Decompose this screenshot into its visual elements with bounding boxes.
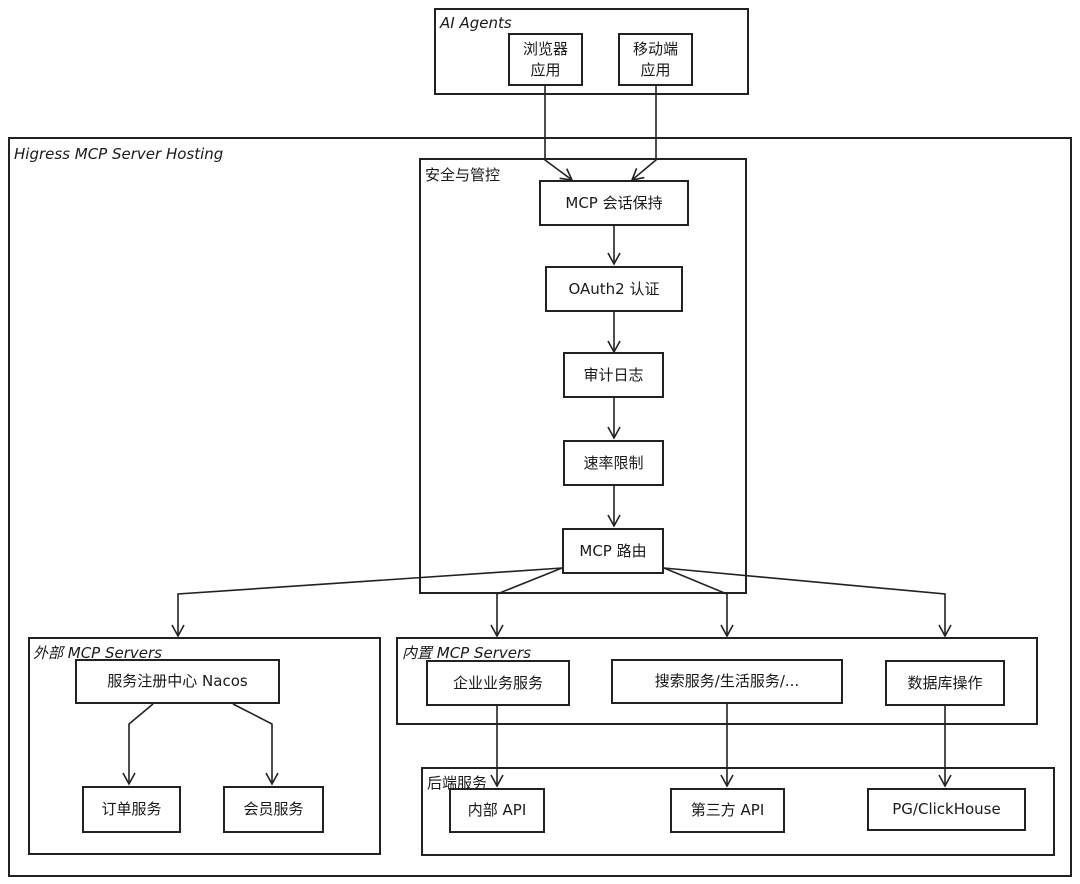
hosting-group (8, 137, 1072, 877)
edge-router-external (171, 567, 563, 638)
internal-api-node: 内部 API (449, 788, 545, 833)
mcp-router-node: MCP 路由 (562, 528, 664, 574)
edge-nacos-order (122, 703, 154, 786)
audit-log-node: 审计日志 (563, 352, 664, 398)
backend-services-title: 后端服务 (427, 774, 488, 792)
mcp-session-node: MCP 会话保持 (539, 180, 689, 226)
search-life-service-node: 搜索服务/生活服务/... (611, 659, 843, 704)
backend-services-group (421, 767, 1055, 856)
edge-browser-session (544, 86, 574, 181)
edge-mobile-session (630, 86, 657, 182)
order-service-node: 订单服务 (82, 786, 181, 833)
ai-agents-group (434, 8, 749, 95)
enterprise-service-node: 企业业务服务 (426, 660, 570, 706)
mobile-app-node: 移动端 应用 (618, 33, 693, 86)
rate-limit-node: 速率限制 (563, 440, 664, 486)
browser-app-node: 浏览器 应用 (508, 33, 583, 86)
edge-router-enterprise (490, 567, 563, 638)
hosting-title: Higress MCP Server Hosting (14, 145, 224, 163)
pg-clickhouse-node: PG/ClickHouse (867, 788, 1026, 831)
database-operation-node: 数据库操作 (885, 660, 1005, 706)
builtin-servers-group (396, 637, 1038, 725)
edge-router-search (663, 567, 734, 638)
edge-nacos-member (232, 703, 279, 786)
security-group (419, 158, 747, 594)
ai-agents-title: AI Agents (440, 14, 512, 32)
nacos-registry-node: 服务注册中心 Nacos (75, 659, 280, 704)
edge-router-database (663, 567, 952, 638)
third-party-api-node: 第三方 API (670, 788, 785, 833)
external-servers-group (28, 637, 381, 855)
builtin-servers-title: 内置 MCP Servers (402, 644, 532, 662)
security-title: 安全与管控 (425, 166, 501, 184)
member-service-node: 会员服务 (223, 786, 324, 833)
oauth2-node: OAuth2 认证 (545, 266, 683, 312)
external-servers-title: 外部 MCP Servers (33, 644, 163, 662)
